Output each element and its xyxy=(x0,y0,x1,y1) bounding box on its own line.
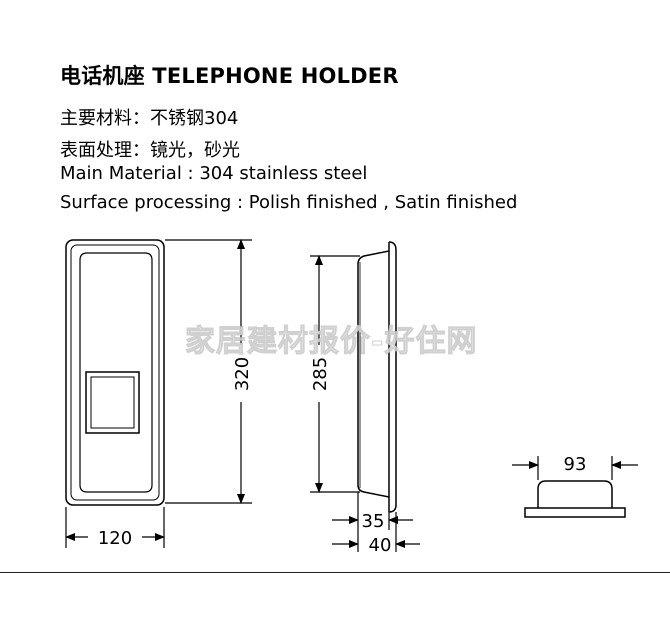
front-window-inner xyxy=(90,376,135,429)
side-height-dimension: 285 xyxy=(310,255,360,493)
front-outer-plate xyxy=(65,239,165,506)
watermark: 家居建材报价-好住网 xyxy=(184,324,478,360)
front-view xyxy=(65,239,165,506)
front-width-label: 120 xyxy=(98,528,132,549)
side-view xyxy=(357,241,397,513)
front-inner-recess xyxy=(79,252,153,493)
top-width-label: 93 xyxy=(564,454,587,475)
side-depth-dimension: 35 40 xyxy=(332,492,420,556)
front-width-dimension: 120 xyxy=(65,507,165,549)
surface-en-label: Surface processing : Polish finished , S… xyxy=(60,192,518,213)
top-view xyxy=(524,480,626,518)
material-en-label: Main Material : 304 stainless steel xyxy=(60,163,368,184)
side-depth-outer-label: 40 xyxy=(369,535,392,556)
surface-cn-label: 表面处理：镜光，砂光 xyxy=(60,140,240,161)
front-height-label: 320 xyxy=(232,357,253,391)
side-height-label: 285 xyxy=(310,357,331,391)
front-window-outer xyxy=(85,371,140,434)
side-depth-inner-label: 35 xyxy=(362,511,385,532)
top-plate xyxy=(524,507,626,518)
top-body xyxy=(537,480,613,508)
top-width-dimension: 93 xyxy=(512,454,638,480)
front-height-dimension: 320 xyxy=(165,239,253,504)
product-title: 电话机座 TELEPHONE HOLDER xyxy=(60,64,399,88)
bottom-divider xyxy=(0,572,670,573)
material-cn-label: 主要材料：不锈钢304 xyxy=(60,108,239,129)
front-rim xyxy=(70,244,160,501)
side-body xyxy=(357,250,390,498)
side-outer-plate xyxy=(388,241,397,513)
